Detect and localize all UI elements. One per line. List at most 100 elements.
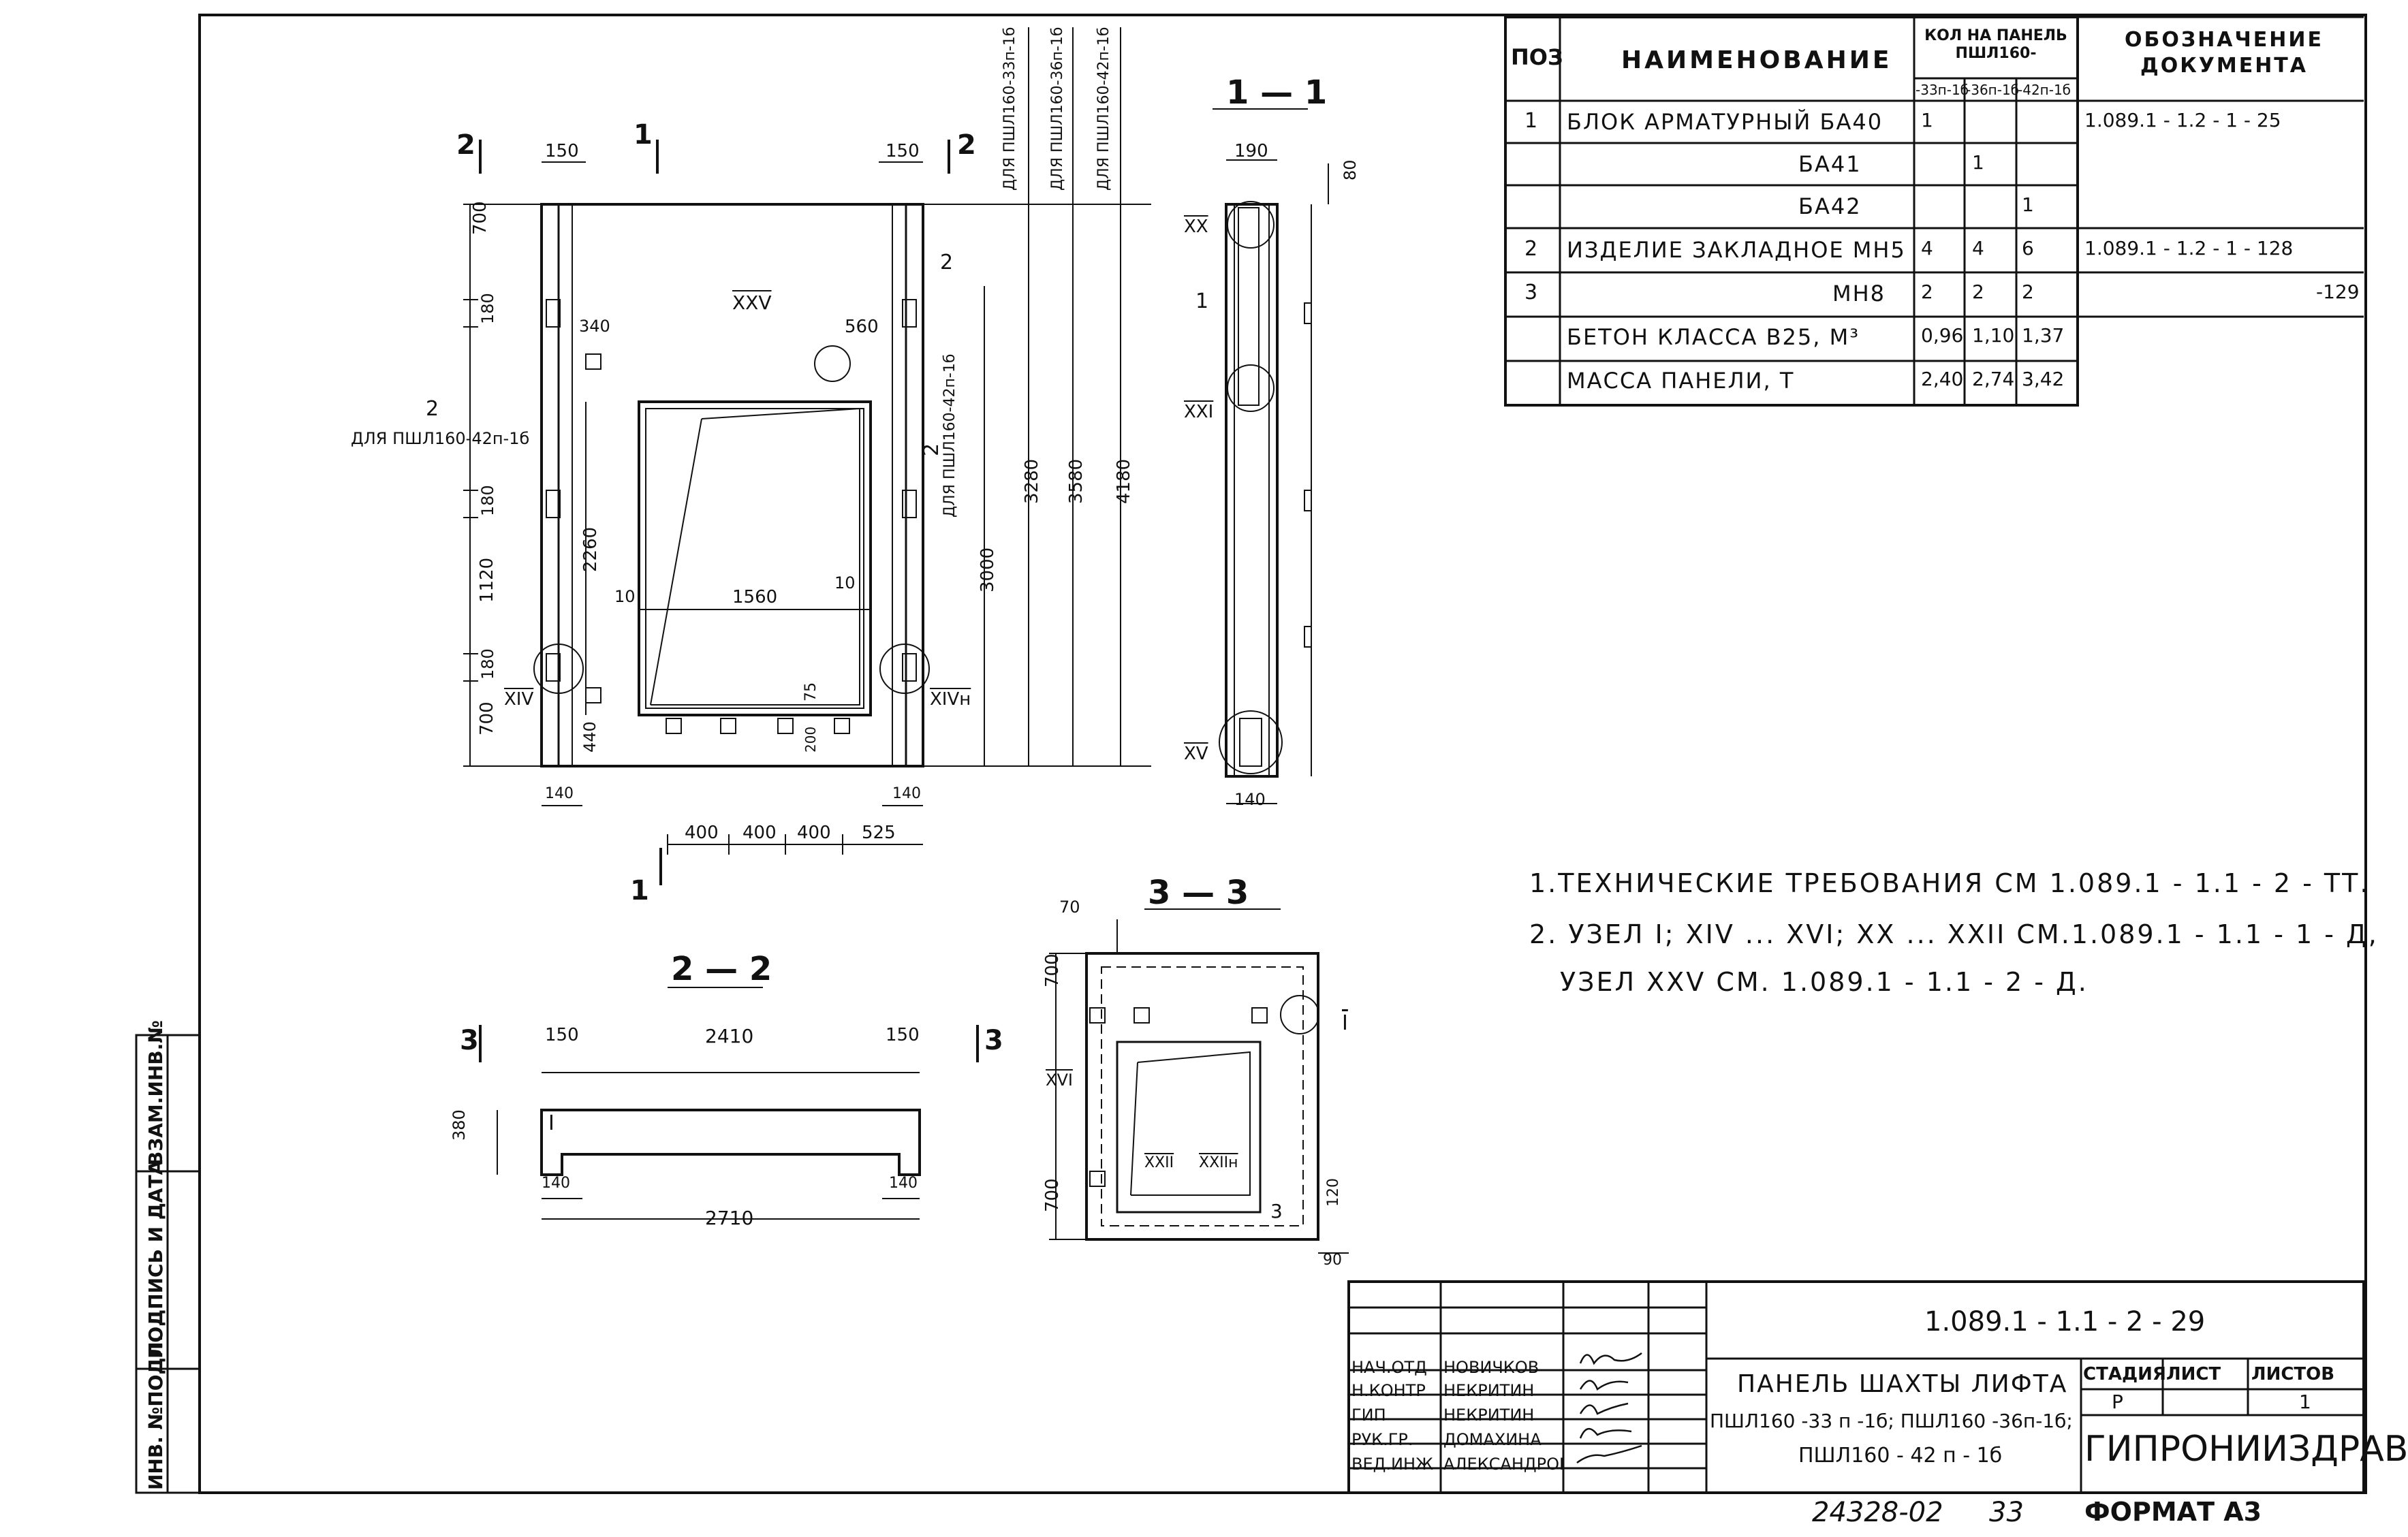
note-3: УЗЕЛ XXV СМ. 1.089.1 - 1.1 - 2 - Д.	[1560, 967, 2089, 997]
pos-2-right-top: 2	[940, 251, 954, 274]
spec-name-row-6: БЕТОН КЛАССА В25, М³	[1567, 324, 1860, 350]
sheets-value: 1	[2299, 1391, 2311, 1413]
spec-q1-row-1: 1	[1921, 109, 1933, 131]
spec-q1-row-7: 2,40	[1921, 368, 1964, 390]
spec-q3-row-5: 2	[2022, 281, 2034, 303]
dim-10-right: 10	[834, 573, 856, 592]
section-2-2	[479, 987, 979, 1220]
signer-role-3: ГИП	[1351, 1406, 1386, 1425]
spec-name-row-4: ИЗДЕЛИЕ ЗАКЛАДНОЕ МН5	[1567, 237, 1906, 263]
s11-dim-190: 190	[1234, 141, 1268, 161]
dim-150-right: 150	[886, 141, 920, 161]
doc-code: 1.089.1 - 1.1 - 2 - 29	[1924, 1306, 2206, 1337]
signer-role-2: Н.КОНТР	[1351, 1381, 1426, 1400]
dim-140-right: 140	[892, 785, 921, 802]
dim-700-bottom: 700	[477, 701, 497, 735]
left-note: ДЛЯ ПШЛ160-42п-1б	[351, 429, 530, 448]
s22-dim-140-right: 140	[889, 1175, 918, 1192]
s33-dim-90: 90	[1323, 1252, 1342, 1269]
dim-180-a: 180	[478, 293, 497, 324]
s33-pos-3: 3	[1270, 1200, 1283, 1222]
spec-q2-row-7: 2,74	[1972, 368, 2015, 390]
s33-dim-120: 120	[1325, 1178, 1342, 1207]
height-label-33: ДЛЯ ПШЛ160-33п-1б	[1001, 27, 1018, 191]
dim-4180: 4180	[1114, 458, 1134, 504]
spec-subheader-3: -42п-1б	[2018, 82, 2071, 98]
s11-dim-140: 140	[1234, 790, 1266, 809]
sheet-frame	[198, 14, 2367, 1494]
spec-q2-row-5: 2	[1972, 281, 1984, 303]
stage-header: СТАДИЯ	[2083, 1364, 2166, 1384]
inventory-number: 24328-02	[1812, 1497, 1943, 1528]
spec-table-grid	[1504, 16, 2364, 407]
s33-node-xvi: XVI	[1046, 1071, 1073, 1090]
dim-400-a: 400	[685, 823, 719, 843]
signer-name-1: НОВИЧКОВ	[1443, 1358, 1539, 1377]
s33-node-xxii: XXII	[1144, 1154, 1174, 1171]
signer-role-4: РУК.ГР.	[1351, 1430, 1413, 1449]
dim-10-left: 10	[614, 587, 636, 606]
s11-dim-80: 80	[1341, 159, 1360, 180]
stage-value: Р	[2112, 1391, 2123, 1413]
pos-2-right: 2	[920, 443, 943, 456]
spec-doc-row-4: 1.089.1 - 1.2 - 1 - 128	[2084, 237, 2294, 259]
s33-node-i: I	[1342, 1011, 1348, 1035]
spec-doc-row-1: 1.089.1 - 1.2 - 1 - 25	[2084, 109, 2281, 131]
s22-dim-150-right: 150	[886, 1025, 920, 1045]
title-line-1: ПАНЕЛЬ ШАХТЫ ЛИФТА	[1737, 1370, 2068, 1398]
sheet-header: ЛИСТ	[2166, 1364, 2221, 1384]
spec-q3-row-4: 6	[2022, 237, 2034, 259]
pos-2-left: 2	[426, 397, 439, 421]
s11-node-xxi: XXI	[1184, 402, 1214, 422]
page-number: 33	[1989, 1497, 2024, 1528]
dim-560: 560	[845, 317, 879, 337]
dim-1120: 1120	[477, 557, 497, 603]
spec-header-doc: ОБОЗНАЧЕНИЕ ДОКУМЕНТА	[2125, 28, 2324, 78]
s11-node-xv: XV	[1184, 744, 1208, 764]
s22-dim-140-left: 140	[542, 1175, 570, 1192]
title-line-3: ПШЛ160 - 42 п - 1б	[1798, 1444, 2003, 1468]
signer-name-5: АЛЕКСАНДРОВА	[1443, 1455, 1563, 1474]
dim-75: 75	[802, 682, 819, 701]
node-xiv: XIV	[504, 689, 534, 710]
node-xxv: XXV	[732, 291, 772, 314]
spec-q2-row-4: 4	[1972, 237, 1984, 259]
organization: ГИПРОНИИЗДРАВ	[2084, 1429, 2408, 1470]
cut-mark-3-right: 3	[984, 1025, 1003, 1056]
dim-140-left: 140	[545, 785, 574, 802]
signer-name-2: НЕКРИТИН	[1443, 1381, 1535, 1400]
spec-q1-row-5: 2	[1921, 281, 1933, 303]
section-title-1-1: 1 — 1	[1226, 74, 1328, 112]
signer-name-3: НЕКРИТИН	[1443, 1406, 1535, 1425]
s11-pos-1: 1	[1195, 289, 1209, 313]
spec-subheader-1: -33п-1б	[1916, 82, 1969, 98]
cut-mark-1-bottom: 1	[630, 875, 649, 906]
spec-doc-row-5: -129	[2316, 281, 2360, 303]
height-label-42: ДЛЯ ПШЛ160-42п-1б	[1095, 27, 1112, 191]
spec-q2-row-2: 1	[1972, 151, 1984, 174]
dim-340: 340	[579, 317, 610, 336]
dim-3000: 3000	[978, 547, 998, 592]
dim-150-left: 150	[545, 141, 579, 161]
dim-525: 525	[862, 823, 896, 843]
spec-name-row-5: МН8	[1832, 281, 1886, 306]
s11-node-xx: XX	[1184, 217, 1208, 237]
spec-name-row-3: БА42	[1798, 193, 1862, 219]
s22-dim-2710: 2710	[705, 1207, 754, 1229]
spec-q3-row-3: 1	[2022, 193, 2034, 216]
format-label: ФОРМАТ А3	[2084, 1497, 2262, 1527]
dim-3580: 3580	[1066, 458, 1086, 504]
s22-dim-2410: 2410	[705, 1025, 754, 1047]
title-block-grid	[1347, 1280, 2365, 1494]
spec-pos-row-5: 3	[1524, 281, 1538, 304]
spec-q1-row-6: 0,96	[1921, 324, 1964, 347]
s33-dim-700-bottom: 700	[1042, 1178, 1063, 1212]
section-title-3-3: 3 — 3	[1148, 874, 1249, 912]
door-opening	[638, 400, 872, 716]
dim-440: 440	[580, 721, 599, 752]
section-1-1	[1213, 108, 1329, 804]
spec-header-qty: КОЛ НА ПАНЕЛЬ ПШЛ160-	[1924, 27, 2067, 62]
dim-400-c: 400	[797, 823, 831, 843]
dim-700-top: 700	[470, 201, 490, 235]
